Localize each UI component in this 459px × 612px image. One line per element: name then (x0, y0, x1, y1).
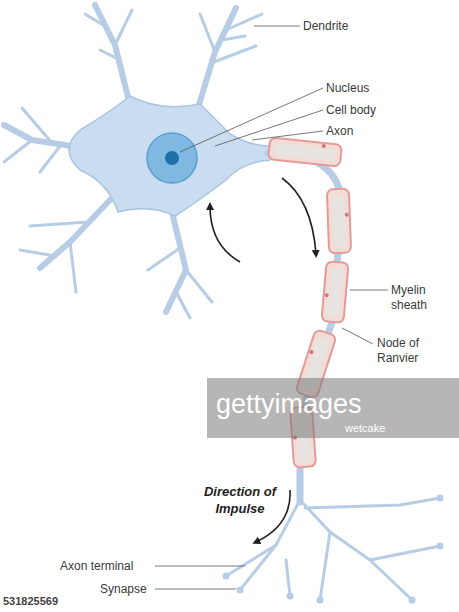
part-label: Node of Ranvier (377, 336, 437, 366)
part-label: Myelin sheath (391, 283, 441, 313)
part-label: Nucleus (326, 81, 446, 96)
watermark: gettyimages (216, 389, 456, 419)
part-label: Axon terminal (60, 559, 155, 574)
cell-body-shape (69, 96, 270, 216)
nucleus-shape (147, 133, 197, 183)
part-label: Dendrite (303, 19, 423, 34)
part-label: Cell body (326, 103, 446, 118)
image-id: 531825569 (3, 594, 103, 609)
nucleolus-shape (165, 151, 179, 165)
watermark-band (207, 378, 459, 438)
watermark-credit: wetcake (345, 421, 445, 436)
part-label: Axon (326, 124, 446, 139)
part-label: Synapse (100, 582, 160, 597)
direction-note: Direction of Impulse (190, 483, 290, 517)
